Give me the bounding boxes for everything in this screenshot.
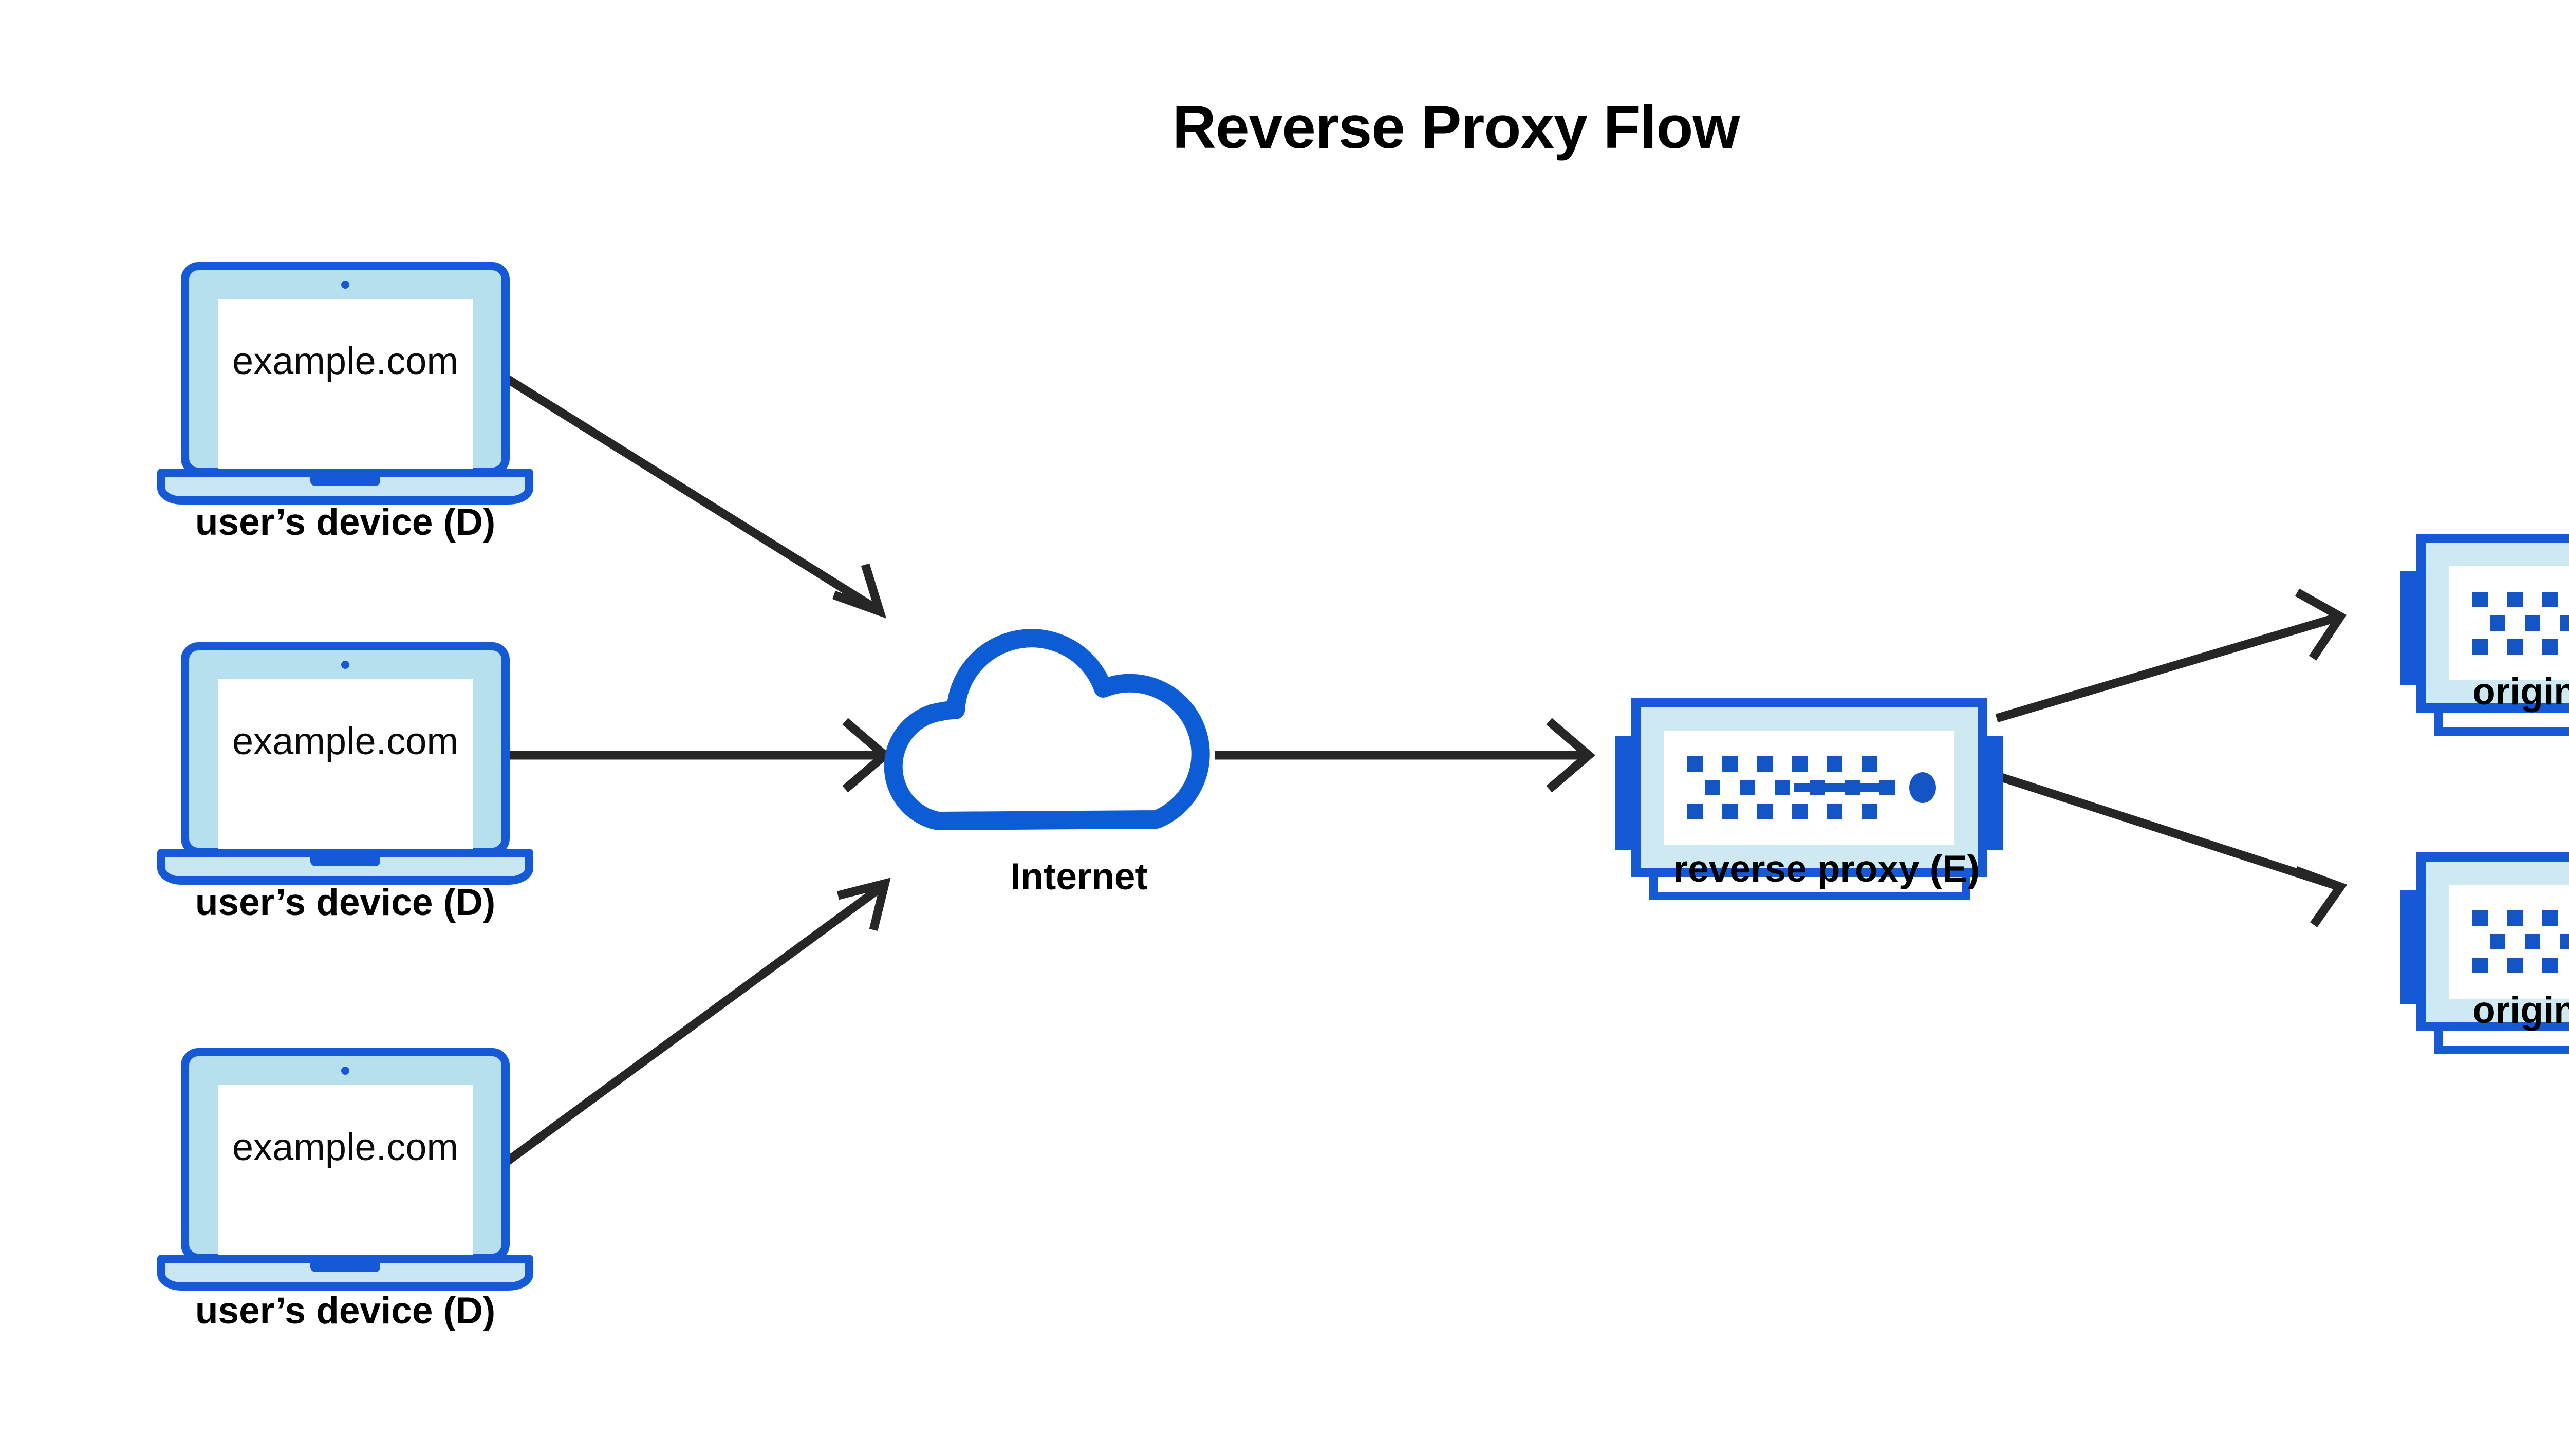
- node-label-device-middle: user’s device (D): [195, 882, 496, 923]
- laptop-icon-device-middle[interactable]: [161, 646, 529, 881]
- laptop-screen-text-device-top: example.com: [232, 340, 459, 382]
- page-title: Reverse Proxy Flow: [1172, 94, 1740, 161]
- node-label-internet: Internet: [1010, 856, 1148, 898]
- laptop-icon-device-bottom[interactable]: [161, 1052, 529, 1286]
- node-label-origin-top: origin server (F): [2472, 671, 2569, 713]
- edge-device-bottom-to-internet: [503, 878, 891, 1166]
- node-label-device-top: user’s device (D): [195, 501, 496, 543]
- edge-reverse-proxy-to-origin-bottom: [1995, 771, 2348, 927]
- laptop-screen-text-device-middle: example.com: [232, 720, 459, 762]
- edge-device-middle-to-internet: [509, 718, 892, 793]
- edge-reverse-proxy-to-origin-top: [1995, 588, 2347, 723]
- node-label-device-bottom: user’s device (D): [195, 1290, 496, 1332]
- node-label-reverse-proxy: reverse proxy (E): [1673, 848, 1980, 890]
- node-label-origin-bottom: origin server (F): [2472, 990, 2569, 1031]
- laptop-screen-text-device-bottom: example.com: [232, 1126, 459, 1168]
- edge-device-top-to-internet: [504, 374, 887, 619]
- internet-cloud-icon: [884, 629, 1210, 830]
- edge-internet-to-reverse-proxy: [1215, 718, 1596, 793]
- laptop-icon-device-top[interactable]: [161, 266, 529, 500]
